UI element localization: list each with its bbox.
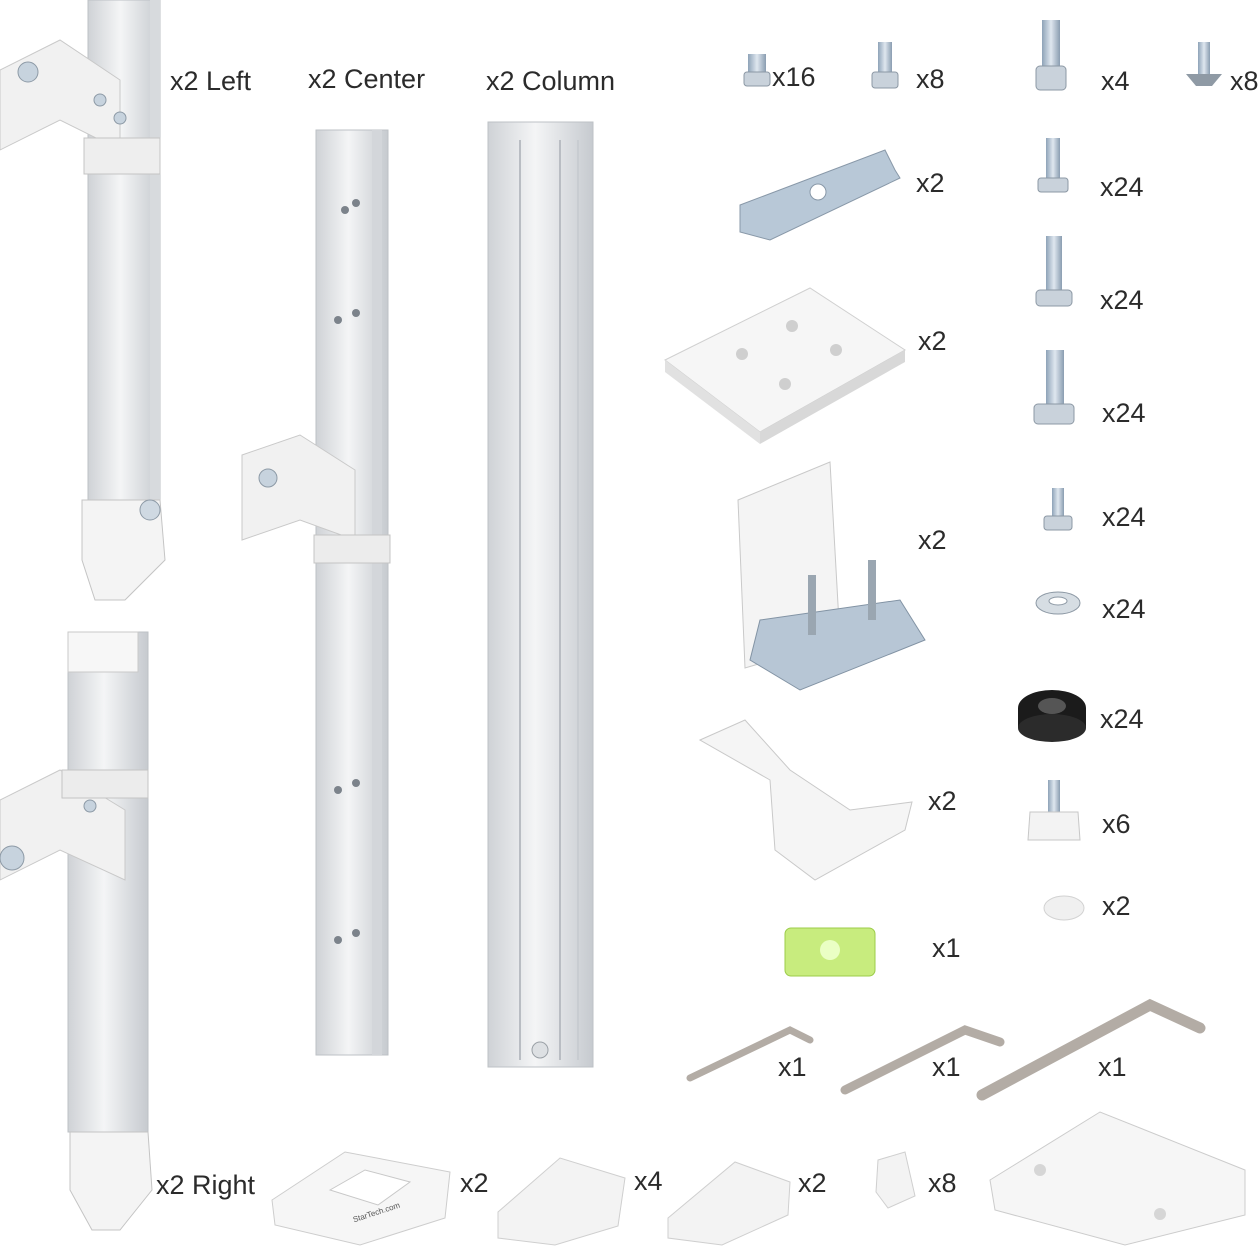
screw-column xyxy=(1018,138,1086,921)
long-screw-quantity: x4 xyxy=(1101,66,1130,96)
center-rail-part xyxy=(241,129,391,1056)
column-part xyxy=(487,121,594,1068)
clamp-quantity: x2 xyxy=(918,525,947,555)
base-plate-quantity: x2 xyxy=(918,326,947,356)
end-cap-b-quantity: x2 xyxy=(798,1168,827,1198)
right-arm-part xyxy=(0,631,153,1231)
cap-quantity: x2 xyxy=(1102,891,1131,921)
top-screws xyxy=(743,20,1222,91)
screw-a-quantity: x24 xyxy=(1100,172,1144,202)
m5-screw-quantity: x8 xyxy=(916,64,945,94)
grommet-bracket-quantity: x2 xyxy=(928,786,957,816)
left-arm-quantity: x2 Left xyxy=(170,66,252,96)
clip-quantity: x8 xyxy=(928,1168,957,1198)
screw-d-quantity: x24 xyxy=(1102,502,1146,532)
hex-key-small-quantity: x1 xyxy=(778,1052,807,1082)
spacer-quantity: x24 xyxy=(1100,704,1144,734)
base-cover-quantity: x2 xyxy=(460,1168,489,1198)
screw-c-quantity: x24 xyxy=(1102,398,1146,428)
thumbscrew-quantity: x6 xyxy=(1102,809,1131,839)
hardware-brackets xyxy=(664,149,926,977)
flat-screw-quantity: x8 xyxy=(1230,66,1259,96)
right-arm-quantity: x2 Right xyxy=(156,1170,256,1200)
column-quantity: x2 Column xyxy=(486,66,616,96)
end-cap-a-quantity: x4 xyxy=(634,1166,663,1196)
small-screw-quantity: x16 xyxy=(772,62,816,92)
level-quantity: x1 xyxy=(932,933,961,963)
hex-keys xyxy=(686,998,1206,1101)
hex-key-medium-quantity: x1 xyxy=(932,1052,961,1082)
hex-key-large-quantity: x1 xyxy=(1098,1052,1127,1082)
washer-quantity: x24 xyxy=(1102,594,1146,624)
top-plate-quantity: x2 xyxy=(916,168,945,198)
left-arm-part xyxy=(0,0,166,601)
bottom-covers xyxy=(271,1111,1246,1246)
center-rail-quantity: x2 Center xyxy=(308,64,426,94)
screw-b-quantity: x24 xyxy=(1100,285,1144,315)
